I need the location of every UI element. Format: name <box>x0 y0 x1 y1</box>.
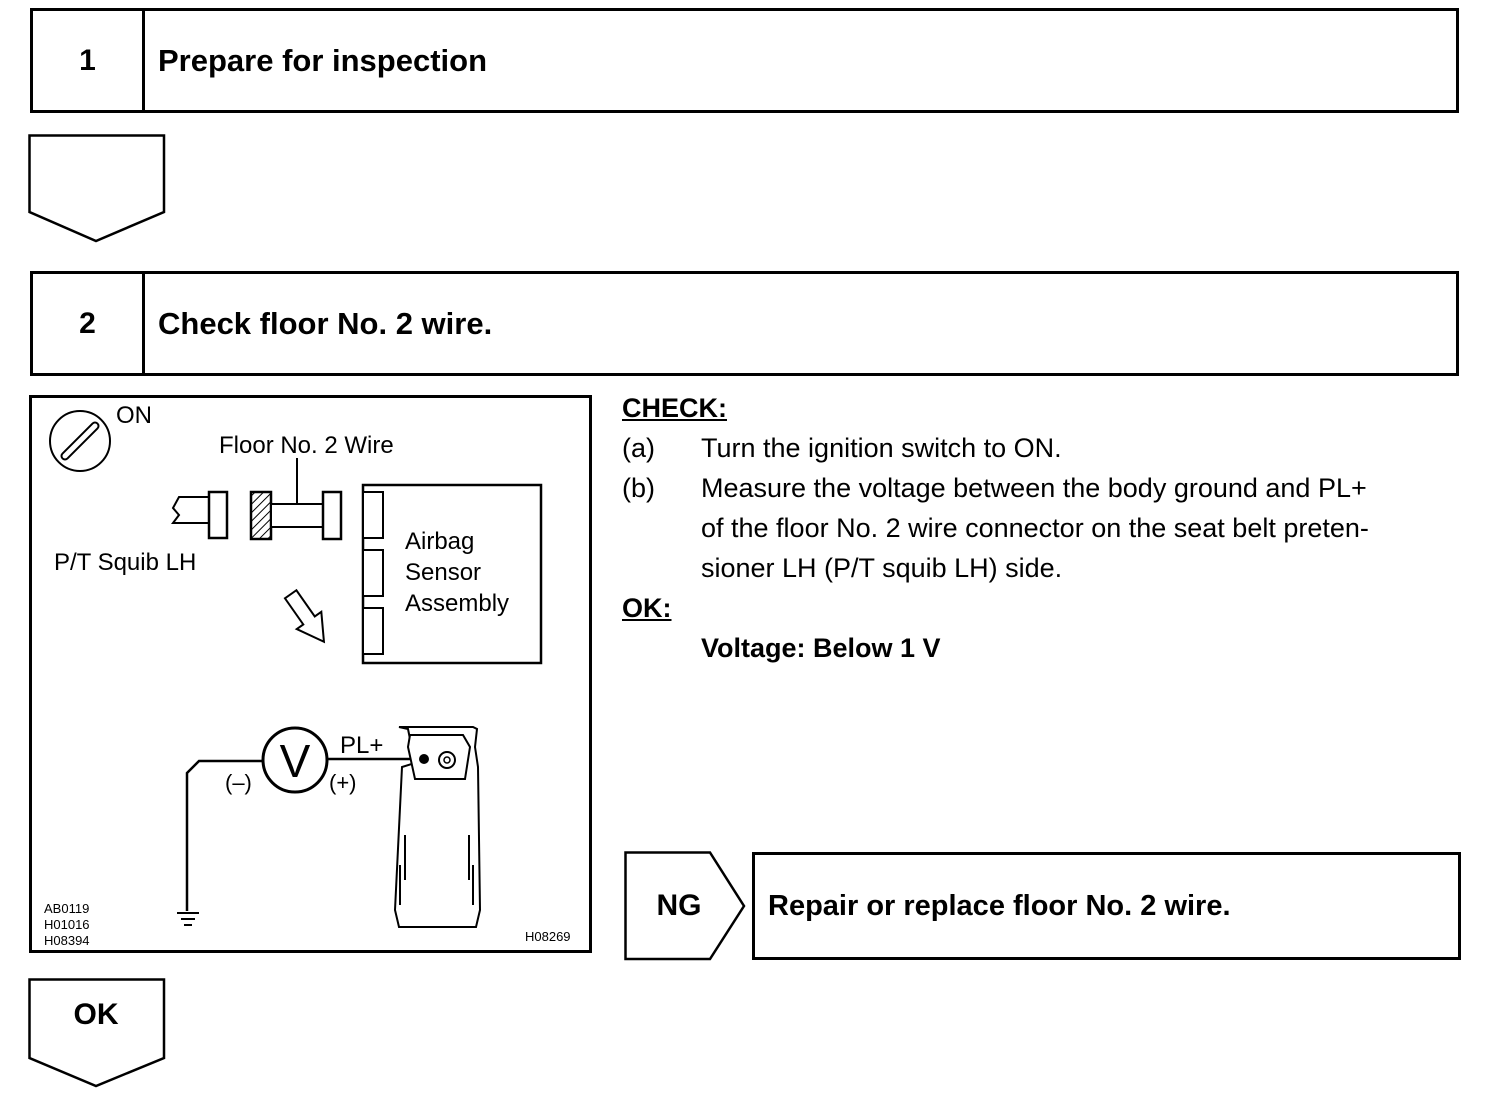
check-item-b-line-2: of the floor No. 2 wire connector on the… <box>701 513 1369 543</box>
voltmeter-symbol: V <box>280 735 311 787</box>
check-section: CHECK: (a) Turn the ignition switch to O… <box>622 388 1472 668</box>
positive-probe-label: (+) <box>329 770 357 795</box>
negative-probe-label: (–) <box>225 770 252 795</box>
ng-action-text: Repair or replace floor No. 2 wire. <box>768 889 1231 922</box>
figure-code-3: H08394 <box>44 933 90 948</box>
sensor-label-line-3: Assembly <box>405 590 509 617</box>
ng-arrow <box>624 851 746 961</box>
wiring-diagram: ON Floor No. 2 Wire P/T Squib LH Airbag … <box>29 395 592 953</box>
check-item-a: (a) Turn the ignition switch to ON. <box>622 428 1472 468</box>
sensor-label-line-1: Airbag <box>405 528 474 555</box>
step-1-number: 1 <box>33 11 145 110</box>
check-item-b-line-1: Measure the voltage between the body gro… <box>701 473 1367 503</box>
figure-code-2: H01016 <box>44 917 90 932</box>
check-item-b-line-3: sioner LH (P/T squib LH) side. <box>701 553 1063 583</box>
step-1-box: 1 Prepare for inspection <box>30 8 1459 113</box>
step-1-title: Prepare for inspection <box>158 42 488 78</box>
figure-code-right: H08269 <box>525 929 571 944</box>
step-2-number: 2 <box>33 274 145 373</box>
floor-wire-connector-icon <box>249 490 343 541</box>
airbag-sensor-assembly-icon <box>361 483 543 665</box>
check-item-a-text: Turn the ignition switch to ON. <box>701 433 1062 463</box>
pretensioner-connector-icon <box>393 726 482 928</box>
check-heading: CHECK: <box>622 393 727 423</box>
ground-icon <box>177 912 199 926</box>
step-2-box: 2 Check floor No. 2 wire. <box>30 271 1459 376</box>
check-item-b-letter: (b) <box>622 473 655 503</box>
ignition-on-label: ON <box>116 402 152 429</box>
sensor-label-line-2: Sensor <box>405 559 481 586</box>
flow-arrow-1 <box>28 134 166 243</box>
pl-plus-label: PL+ <box>340 732 383 759</box>
ok-flow-label: OK <box>73 998 119 1031</box>
ok-heading: OK: <box>622 593 672 623</box>
diagram-frame <box>29 395 592 953</box>
ok-value: Voltage: Below 1 V <box>701 633 941 663</box>
ng-label: NG <box>656 889 702 922</box>
wire-label: Floor No. 2 Wire <box>219 432 394 459</box>
step-2-title: Check floor No. 2 wire. <box>158 305 493 341</box>
check-item-a-letter: (a) <box>622 433 655 463</box>
ok-flow-arrow <box>28 978 166 1088</box>
ng-action-box: Repair or replace floor No. 2 wire. <box>752 852 1461 960</box>
ground-wire <box>185 759 262 911</box>
ignition-switch-icon <box>49 410 111 472</box>
down-arrow-icon <box>283 588 326 644</box>
figure-code-1: AB0119 <box>44 901 89 916</box>
squib-connector-icon <box>171 490 229 540</box>
squib-label: P/T Squib LH <box>54 549 196 576</box>
check-item-b: (b) Measure the voltage between the body… <box>622 468 1472 588</box>
